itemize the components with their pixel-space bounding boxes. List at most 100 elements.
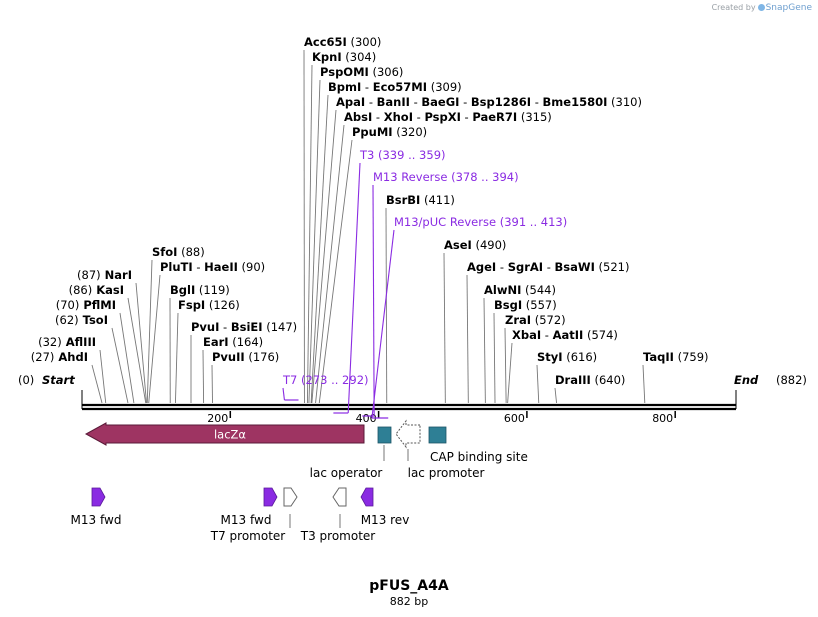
restriction-site-leader [385,207,388,404]
t7-promoter-arrow [283,487,298,507]
m13-fwd-left-label: M13 fwd [71,513,122,527]
backbone [81,390,737,411]
restriction-site-leader [483,297,486,404]
restriction-site-label: BpmI - Eco57MI (309) [328,80,462,94]
restriction-site: AseI (490) [443,238,506,404]
cap-binding-site-label: CAP binding site [430,450,528,464]
restriction-site: PpuMI (320) [318,125,427,404]
m13-rev-arrow [360,487,374,507]
restriction-site-leader [507,342,513,404]
restriction-site-label: BglI (119) [170,283,230,297]
restriction-site-leader [99,349,107,404]
restriction-site-label: PluTI - HaeII (90) [160,260,265,274]
end-label: End [734,373,759,387]
restriction-site: PluTI - HaeII (90) [148,260,265,404]
restriction-site: PspOMI (306) [308,65,403,404]
restriction-site-label: (62) TsoI [55,313,108,327]
restriction-site: ApaI - BanII - BaeGI - Bsp1286I - Bme158… [311,95,642,404]
restriction-site-leader [315,124,345,404]
restriction-site-leader [466,274,469,404]
restriction-site-label: AlwNI (544) [484,283,556,297]
restriction-site-label: TaqII (759) [643,350,709,364]
cap-binding-site-box [428,426,447,444]
m13-fwd-mid-arrow [263,487,278,507]
restriction-site-leader [202,349,205,404]
restriction-site: BsrBI (411) [385,193,455,404]
restriction-site: StyI (616) [536,350,597,404]
restriction-site-leader [119,312,135,404]
restriction-site: PvuI - BsiEI (147) [190,320,297,403]
primer-leader [282,387,285,401]
restriction-site-label: AbsI - XhoI - PspXI - PaeR7I (315) [344,110,552,124]
restriction-site-label: (70) PflMI [56,298,116,312]
restriction-site-label: FspI (126) [178,298,240,312]
restriction-site-label: (32) AflIII [38,335,96,349]
restriction-site-leader [504,327,507,404]
restriction-site-leader [146,259,153,404]
restriction-site: ZraI (572) [504,313,566,404]
lac-operator-label: lac operator [310,466,383,480]
restriction-site-leader [536,364,540,404]
primer: M13/pUC Reverse (391 .. 413) [371,215,567,419]
credit-prefix: Created by [711,3,756,12]
restriction-site: TaqII (759) [642,350,709,404]
restriction-site-leader [443,252,446,404]
ruler-tick-label: 800 [652,412,673,425]
restriction-site: Acc65I (300) [303,35,381,404]
t3-promoter-label: T3 promoter [300,529,376,543]
lacz-alpha-label: lacZα [214,428,246,442]
ruler-tick-label: 400 [356,412,377,425]
lacz-alpha-feature: lacZα [84,422,365,446]
primer-label: M13 Reverse (378 .. 394) [373,170,519,184]
restriction-site: AbsI - XhoI - PspXI - PaeR7I (315) [315,110,552,404]
restriction-site-label: PspOMI (306) [320,65,403,79]
primer-leader [347,162,361,414]
restriction-site-label: AseI (490) [444,238,506,252]
restriction-site-leader [174,312,179,404]
primer: T7 (273 .. 292) [282,373,369,401]
plasmid-size: 882 bp [389,595,429,608]
t7-promoter-label: T7 promoter [210,529,286,543]
primer-leader [372,184,375,417]
restriction-site: BglI (119) [169,283,230,404]
restriction-site: SfoI (88) [146,245,205,404]
primer-label: M13/pUC Reverse (391 .. 413) [394,215,567,229]
primer-annotations: T3 (339 .. 359) M13 Reverse (378 .. 394) M… [282,148,567,419]
restriction-site: (70) PflMI [56,298,135,404]
restriction-site-label: KpnI (304) [312,50,376,64]
primer-leader [371,229,395,419]
restriction-site: DraIII (640) [554,373,625,404]
restriction-site-leader [318,139,353,404]
restriction-site-leader [148,274,161,404]
primer: T3 (339 .. 359) [333,148,446,414]
restriction-site-label: PpuMI (320) [352,125,427,139]
m13-rev-label: M13 rev [361,513,410,527]
restriction-site: (87) NarI [77,268,147,404]
lac-promoter-label: lac promoter [408,466,485,480]
ruler-tick-label: 600 [504,412,525,425]
restriction-site: FspI (126) [174,298,240,404]
start-position: (0) [18,373,34,387]
primer-label: T7 (273 .. 292) [282,373,369,387]
restriction-site-leader [310,94,329,404]
start-label: Start [42,373,75,387]
restriction-site-label: (87) NarI [77,268,132,282]
restriction-site-leader [135,282,147,404]
end-position: (882) [776,373,807,387]
restriction-site: BsgI (557) [493,298,557,404]
lac-promoter-arrow [395,419,421,449]
restriction-site-leader [306,64,313,404]
primer-label: T3 (339 .. 359) [359,148,446,162]
restriction-site-label: XbaI - AatII (574) [512,328,618,342]
restriction-site-label: ZraI (572) [505,313,566,327]
restriction-site-leader [308,79,321,404]
restriction-site: EarI (164) [202,335,263,404]
restriction-site-label: DraIII (640) [555,373,625,387]
snapgene-logo-icon [757,4,765,11]
restriction-site-label: BsrBI (411) [386,193,455,207]
restriction-site-leader [642,364,646,404]
restriction-site-label: StyI (616) [537,350,597,364]
